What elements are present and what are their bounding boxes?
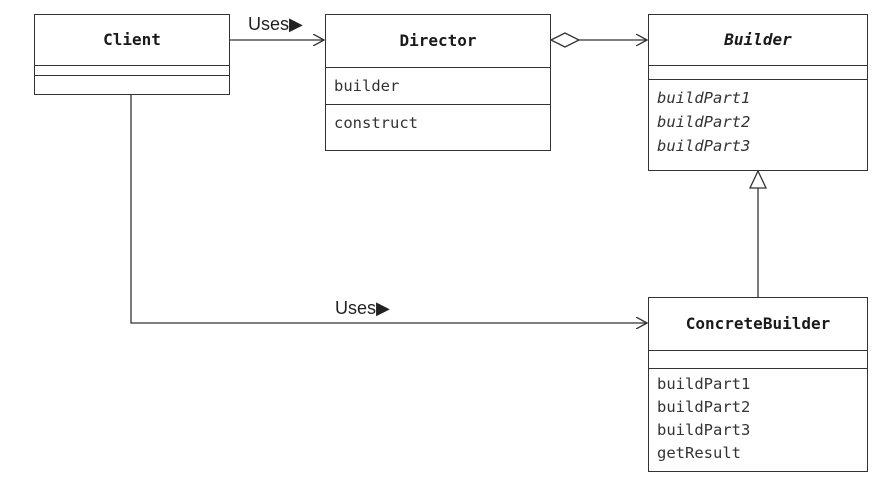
builder-methods: buildPart1 buildPart2 buildPart3 bbox=[649, 79, 867, 164]
director-methods: construct bbox=[326, 104, 550, 141]
class-director: Director builder construct bbox=[325, 14, 551, 151]
method-buildpart1: buildPart1 bbox=[657, 89, 751, 107]
class-client: Client bbox=[34, 14, 230, 95]
method-buildpart3: buildPart3 bbox=[657, 421, 751, 439]
client-operations bbox=[35, 75, 229, 85]
method-buildpart1: buildPart1 bbox=[657, 375, 751, 393]
class-name-director: Director bbox=[399, 31, 477, 50]
method-buildpart3: buildPart3 bbox=[657, 137, 751, 155]
method-buildpart2: buildPart2 bbox=[657, 113, 751, 131]
class-concretebuilder: ConcreteBuilder buildPart1 buildPart2 bu… bbox=[648, 297, 868, 472]
client-concretebuilder-association bbox=[130, 95, 647, 323]
client-attributes bbox=[35, 65, 229, 75]
class-name-builder: Builder bbox=[724, 30, 792, 49]
generalization-arrowhead bbox=[748, 169, 768, 189]
method-buildpart2: buildPart2 bbox=[657, 398, 751, 416]
concretebuilder-attributes bbox=[649, 350, 867, 368]
method-getresult: getResult bbox=[657, 444, 741, 462]
director-fields: builder bbox=[326, 67, 550, 104]
class-name-concretebuilder: ConcreteBuilder bbox=[685, 314, 831, 333]
class-builder: Builder buildPart1 buildPart2 buildPart3 bbox=[648, 14, 868, 171]
uses-label-director: Uses▶ bbox=[248, 14, 303, 34]
field-builder: builder bbox=[334, 77, 400, 95]
aggregation-diamond bbox=[549, 32, 581, 48]
uses-label-concretebuilder: Uses▶ bbox=[335, 298, 390, 318]
concretebuilder-methods: buildPart1 buildPart2 buildPart3 getResu… bbox=[649, 368, 867, 471]
class-name-client: Client bbox=[103, 30, 161, 49]
method-construct: construct bbox=[334, 114, 418, 132]
builder-attributes bbox=[649, 65, 867, 79]
